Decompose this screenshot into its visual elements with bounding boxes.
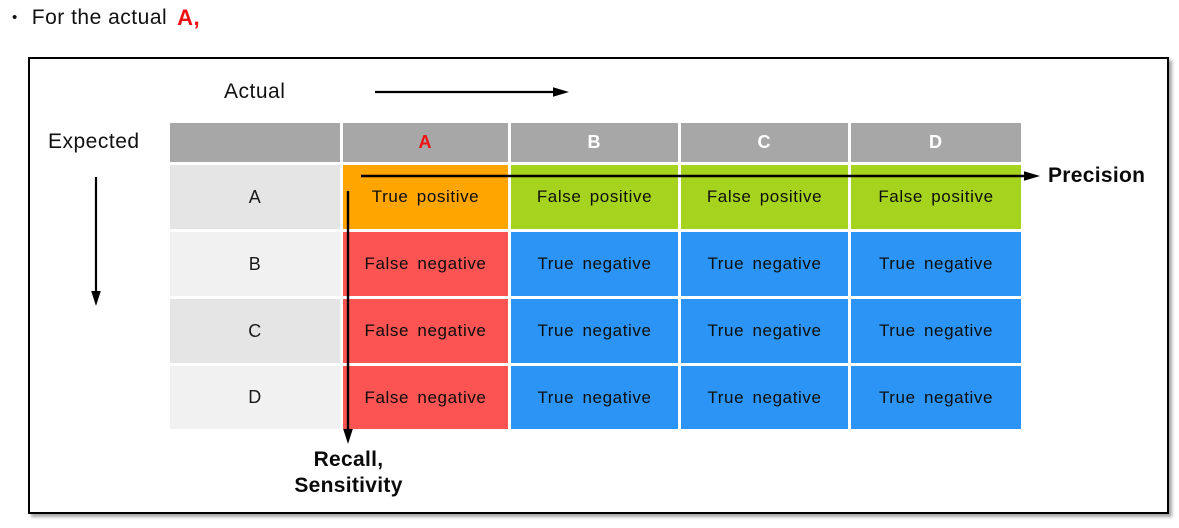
cell-a-c: False positive [681,165,848,229]
column-header-c: C [681,123,848,162]
row-header-b: B [170,232,340,296]
row-header-a: A [170,165,340,229]
expected-axis-label: Expected [48,130,140,153]
headline-text: For the actual [31,6,168,29]
row-header-d: D [170,366,340,429]
precision-label: Precision [1048,164,1146,187]
matrix-corner-cell [170,123,340,162]
recall-sensitivity-label: Recall, Sensitivity [268,447,429,498]
cell-b-a: False negative [343,232,508,296]
cell-c-b: True negative [511,299,678,363]
bullet-icon: • [12,8,18,26]
cell-b-b: True negative [511,232,678,296]
cell-d-b: True negative [511,366,678,429]
actual-axis-label: Actual [224,80,286,103]
cell-b-c: True negative [681,232,848,296]
cell-c-d: True negative [851,299,1021,363]
column-header-d: D [851,123,1021,162]
column-header-a: A [343,123,508,162]
cell-d-a: False negative [343,366,508,429]
headline: • For the actual A, [12,5,200,31]
headline-highlight: A, [177,5,201,30]
cell-a-a: True positive [343,165,508,229]
column-header-b: B [511,123,678,162]
cell-b-d: True negative [851,232,1021,296]
cell-d-d: True negative [851,366,1021,429]
confusion-matrix: A B C D A True positive False positive F… [170,123,1021,429]
recall-label-line2: Sensitivity [294,473,403,497]
recall-label-line1: Recall, [313,448,384,471]
row-header-c: C [170,299,340,363]
cell-c-c: True negative [681,299,848,363]
cell-a-d: False positive [851,165,1021,229]
cell-d-c: True negative [681,366,848,429]
cell-a-b: False positive [511,165,678,229]
cell-c-a: False negative [343,299,508,363]
